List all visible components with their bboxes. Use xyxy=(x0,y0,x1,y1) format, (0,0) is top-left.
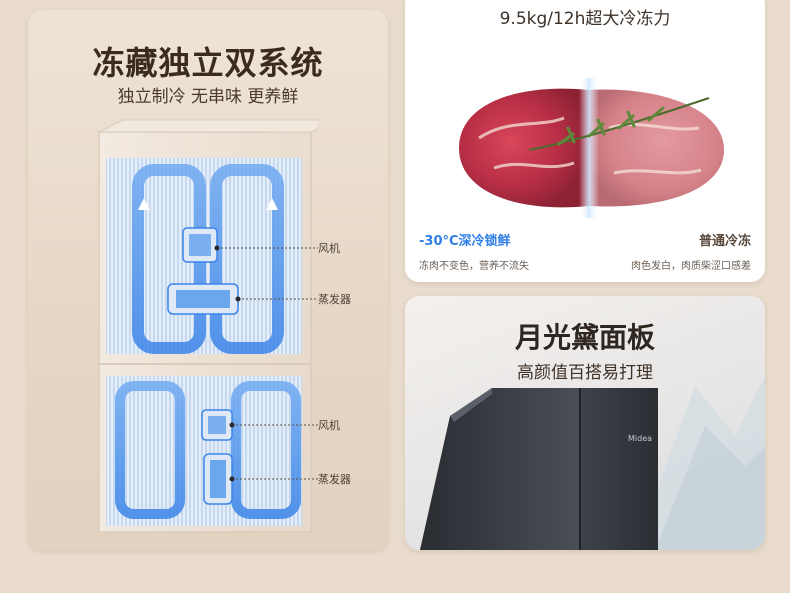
freezing-capacity-panel: 9.5kg/12h超大冷冻力 -30°C深冷 xyxy=(405,0,765,282)
upper-evaporator-label: 蒸发器 xyxy=(318,293,351,306)
dual-system-subtitle: 独立制冷 无串味 更养鲜 xyxy=(117,87,299,107)
moonlight-panel: 月光黛面板 高颜值百搭易打理 Midea xyxy=(405,296,765,550)
moonlight-title: 月光黛面板 xyxy=(514,321,655,354)
lower-fan-label: 风机 xyxy=(318,419,340,432)
normal-freeze-label: 普通冷冻 xyxy=(698,234,751,249)
brand-logo: Midea xyxy=(628,434,653,443)
mountain-backdrop xyxy=(635,376,765,550)
deep-freeze-label: -30°C深冷锁鲜 xyxy=(419,234,511,249)
deep-freeze-note: 冻肉不变色，营养不流失 xyxy=(419,261,529,272)
moonlight-subtitle: 高颜值百搭易打理 xyxy=(517,363,653,383)
fridge-airflow-illustration xyxy=(98,119,318,533)
meat-comparison-image xyxy=(459,78,724,218)
fridge-front-image xyxy=(420,388,658,550)
freezing-capacity-caption: 9.5kg/12h超大冷冻力 xyxy=(499,9,671,29)
upper-fan-label: 风机 xyxy=(318,242,340,255)
normal-freeze-note: 肉色发白，肉质柴涩口感差 xyxy=(631,261,751,272)
lower-evaporator-label: 蒸发器 xyxy=(318,473,351,486)
dual-system-title: 冻藏独立双系统 xyxy=(92,44,324,82)
dual-system-panel: 冻藏独立双系统 独立制冷 无串味 更养鲜 xyxy=(28,10,388,550)
